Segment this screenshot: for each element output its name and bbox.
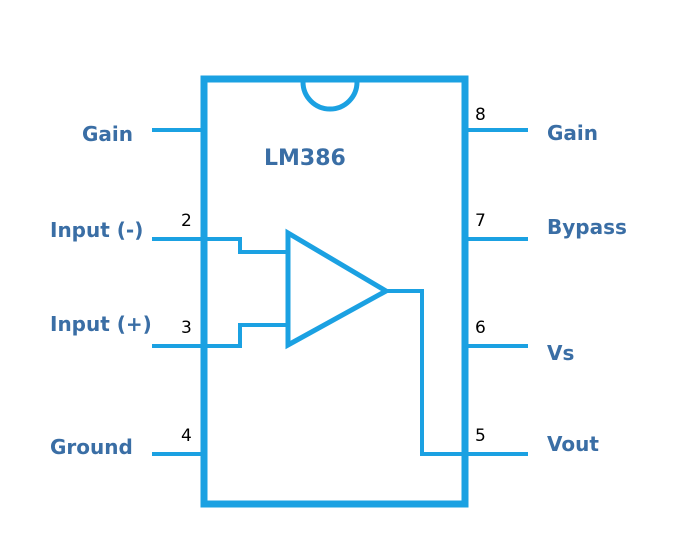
wire-inverting-input bbox=[204, 237, 288, 254]
pin-label-7: Bypass bbox=[547, 215, 627, 239]
chip-name: LM386 bbox=[264, 146, 346, 171]
pin-label-2: Input (-) bbox=[50, 218, 144, 242]
pin-label-4: Ground bbox=[50, 435, 133, 459]
chip-body bbox=[200, 75, 469, 508]
pin-label-6: Vs bbox=[547, 341, 575, 365]
pin-number-6: 6 bbox=[475, 318, 486, 338]
pin-number-5: 5 bbox=[475, 426, 486, 446]
pin-label-3: Input (+) bbox=[50, 312, 152, 336]
pin-number-7: 7 bbox=[475, 211, 486, 231]
pin-label-1: Gain bbox=[82, 122, 134, 146]
pin-label-5: Vout bbox=[547, 432, 599, 456]
pin-number-3: 3 bbox=[181, 318, 192, 338]
pin-label-8: Gain bbox=[547, 121, 599, 145]
wire-output bbox=[386, 289, 465, 456]
pin-number-8: 8 bbox=[475, 105, 486, 125]
wire-noninverting-input bbox=[204, 323, 288, 348]
pin-number-2: 2 bbox=[181, 211, 192, 231]
chip-notch bbox=[300, 81, 360, 112]
pin-number-4: 4 bbox=[181, 426, 192, 446]
op-amp-symbol bbox=[285, 228, 392, 350]
